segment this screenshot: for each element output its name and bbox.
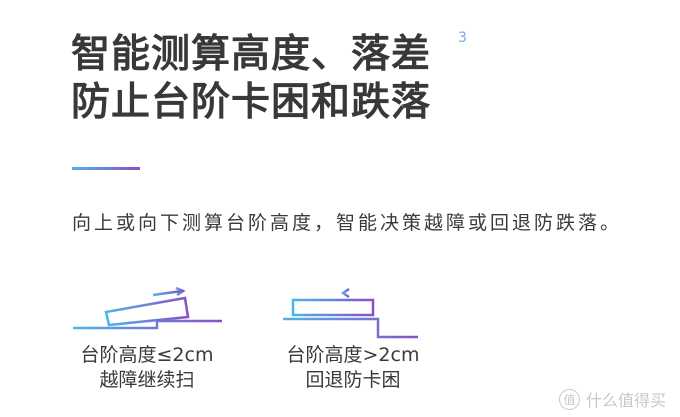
climb-step-icon — [73, 286, 222, 330]
watermark-badge-icon: 值 — [558, 388, 580, 410]
subtitle: 向上或向下测算台阶高度，智能决策越障或回退防跌落。 — [72, 212, 623, 234]
arrow-head — [175, 286, 186, 297]
retreat-label-line1: 台阶高度>2cm — [286, 344, 420, 366]
gradient-divider — [72, 167, 140, 170]
climb-label-line1: 台阶高度≤2cm — [80, 344, 214, 366]
ground-line — [73, 319, 222, 330]
robot-body-tilted — [104, 296, 190, 327]
climb-label: 台阶高度≤2cm 越障继续扫 — [52, 343, 242, 393]
climb-label-line2: 越障继续扫 — [99, 369, 195, 391]
watermark-text: 什么值得买 — [585, 391, 666, 410]
retreat-label: 台阶高度>2cm 回退防卡困 — [258, 343, 448, 393]
arrow-right — [152, 289, 183, 297]
robot-body — [291, 298, 375, 317]
headline-line-2: 防止台阶卡困和跌落 — [71, 80, 432, 125]
arrow-head — [340, 287, 350, 299]
footnote-marker: 3 — [458, 30, 467, 46]
ground-line-drop — [283, 317, 418, 339]
watermark: 值 什么值得买 — [558, 387, 666, 411]
retreat-label-line2: 回退防卡困 — [305, 369, 401, 391]
headline-line-1: 智能测算高度、落差 — [71, 32, 432, 77]
retreat-step-icon — [283, 287, 418, 339]
